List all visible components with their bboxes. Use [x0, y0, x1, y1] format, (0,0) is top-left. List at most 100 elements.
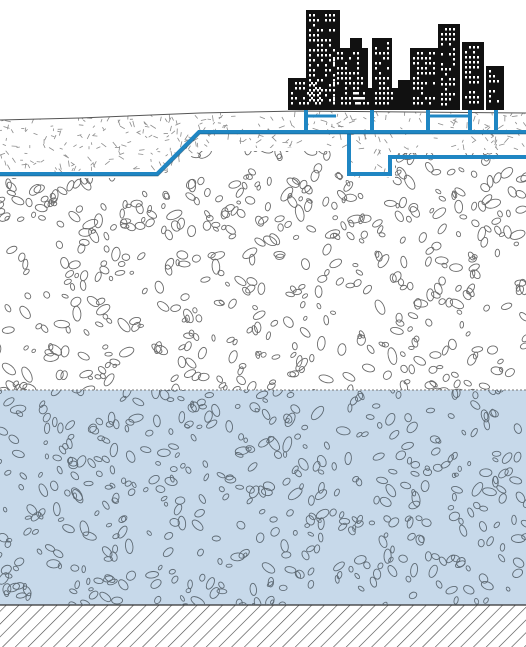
window [345, 67, 347, 70]
window [345, 72, 347, 75]
soil-fiber [472, 140, 476, 143]
soil-fiber [178, 138, 180, 142]
soil-fiber [206, 158, 207, 163]
soil-fiber [462, 140, 463, 143]
pebble [0, 361, 17, 377]
pebble [95, 151, 100, 158]
soil-fiber [337, 114, 338, 117]
pebble [454, 200, 463, 213]
soil-fiber [99, 115, 103, 116]
pebble [438, 195, 446, 202]
soil-fiber [43, 144, 45, 148]
window [341, 67, 343, 70]
window [349, 97, 351, 100]
pebble [120, 223, 129, 229]
pebble [357, 333, 362, 339]
pebble [483, 304, 491, 312]
pebble [253, 236, 266, 247]
water-pipe-network [0, 110, 526, 174]
pebble [203, 210, 211, 219]
window [337, 57, 339, 60]
pebble [424, 256, 432, 267]
window [329, 84, 331, 87]
window [453, 33, 455, 36]
soil-fiber [189, 172, 194, 174]
pebble [470, 218, 480, 228]
window [313, 34, 315, 37]
window [311, 82, 313, 85]
pebble [424, 161, 435, 173]
soil-fiber [170, 126, 171, 131]
pebble [65, 326, 71, 334]
soil-fiber [329, 161, 334, 164]
soil-fiber [23, 179, 28, 181]
soil-fiber [38, 178, 40, 183]
pebble [431, 169, 441, 175]
pebble [479, 382, 491, 390]
soil-fiber [101, 143, 106, 147]
window [313, 74, 315, 77]
window [441, 103, 443, 106]
window [325, 69, 327, 72]
window [325, 89, 327, 92]
soil-fiber [151, 166, 155, 171]
pebble [450, 264, 463, 272]
soil-fiber [314, 122, 315, 125]
window [313, 69, 315, 72]
pebble [310, 169, 321, 182]
pebble [439, 277, 446, 286]
pebble [109, 223, 117, 231]
soil-fiber [211, 167, 213, 173]
pebble [95, 139, 109, 147]
soil-fiber [516, 172, 519, 173]
pebble [165, 208, 183, 222]
pebble [313, 162, 324, 174]
window [489, 100, 491, 103]
window [449, 83, 451, 86]
pebble [348, 219, 355, 227]
window [309, 34, 311, 37]
pebble [22, 259, 28, 269]
soil-fiber [349, 121, 355, 123]
window [309, 14, 311, 17]
pebble [442, 373, 451, 382]
soil-fiber [41, 178, 43, 183]
window [353, 72, 355, 75]
window [375, 102, 377, 105]
window [441, 78, 443, 81]
soil-fiber [45, 136, 47, 140]
pebble [31, 212, 36, 218]
pebble [470, 170, 478, 178]
window [497, 80, 499, 83]
window [469, 56, 471, 59]
soil-fiber [217, 171, 220, 172]
pebble [296, 355, 303, 367]
window [375, 62, 377, 65]
soil-fiber [181, 132, 182, 137]
soil-fiber [145, 112, 151, 115]
window [341, 102, 343, 105]
pebble [252, 305, 258, 311]
window [317, 44, 319, 47]
window [429, 72, 431, 75]
window [469, 66, 471, 69]
soil-fiber [138, 108, 142, 110]
pebble [40, 195, 49, 203]
soil-fiber [273, 180, 277, 182]
soil-fiber [6, 151, 9, 155]
soil-fiber [522, 143, 524, 146]
soil-fiber [139, 150, 144, 151]
window [361, 77, 363, 80]
soil-fiber [471, 137, 475, 141]
pebble [271, 354, 280, 360]
window [337, 52, 339, 55]
soil-fiber [315, 168, 321, 169]
soil-fiber [260, 117, 265, 119]
soil-fiber [166, 154, 168, 156]
pebble [178, 261, 190, 267]
window [299, 87, 301, 90]
pebble [185, 191, 197, 202]
pebble [393, 210, 405, 223]
soil-fiber [113, 142, 117, 147]
pebble [324, 269, 330, 277]
